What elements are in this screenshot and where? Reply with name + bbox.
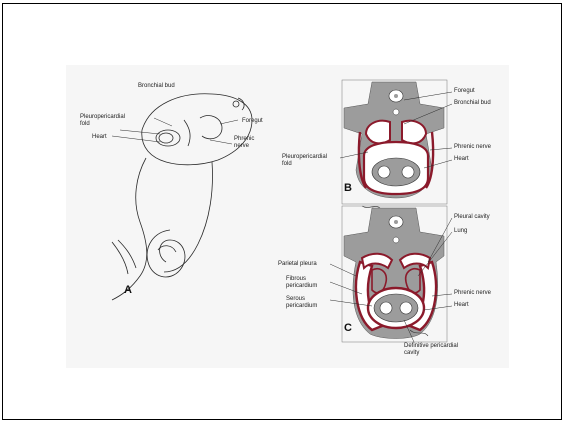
label-c-fibrous-pericardium: Fibrous pericardium [286, 276, 317, 290]
label-c-definitive-pericardial-cavity: Definitive pericardial cavity [404, 343, 458, 357]
label-a-phrenic-nerve: Phrenic nerve [234, 136, 254, 150]
label-c-lung: Lung [454, 228, 467, 235]
label-b-heart: Heart [454, 156, 469, 163]
label-c-pleural-cavity: Pleural cavity [454, 214, 490, 221]
label-a-pleuropericardial-fold: Pleuropericardial fold [80, 114, 125, 128]
label-c-serous-pericardium: Serous pericardium [286, 296, 317, 310]
label-c-phrenic-nerve: Phrenic nerve [454, 290, 491, 297]
label-a-bronchial-bud: Bronchial bud [138, 83, 175, 90]
panel-c-letter: C [344, 322, 352, 334]
label-a-heart: Heart [92, 134, 107, 141]
panel-a-letter: A [124, 284, 132, 296]
panel-b-letter: B [344, 182, 352, 194]
label-b-foregut: Foregut [454, 88, 475, 95]
label-c-heart: Heart [454, 302, 469, 309]
label-a-foregut: Foregut [242, 118, 263, 125]
label-b-bronchial-bud: Bronchial bud [454, 100, 491, 107]
label-c-parietal-pleura: Parietal pleura [278, 261, 317, 268]
label-b-pleuropericardial-fold: Pleuropericardial fold [282, 154, 327, 168]
label-b-phrenic-nerve: Phrenic nerve [454, 144, 491, 151]
